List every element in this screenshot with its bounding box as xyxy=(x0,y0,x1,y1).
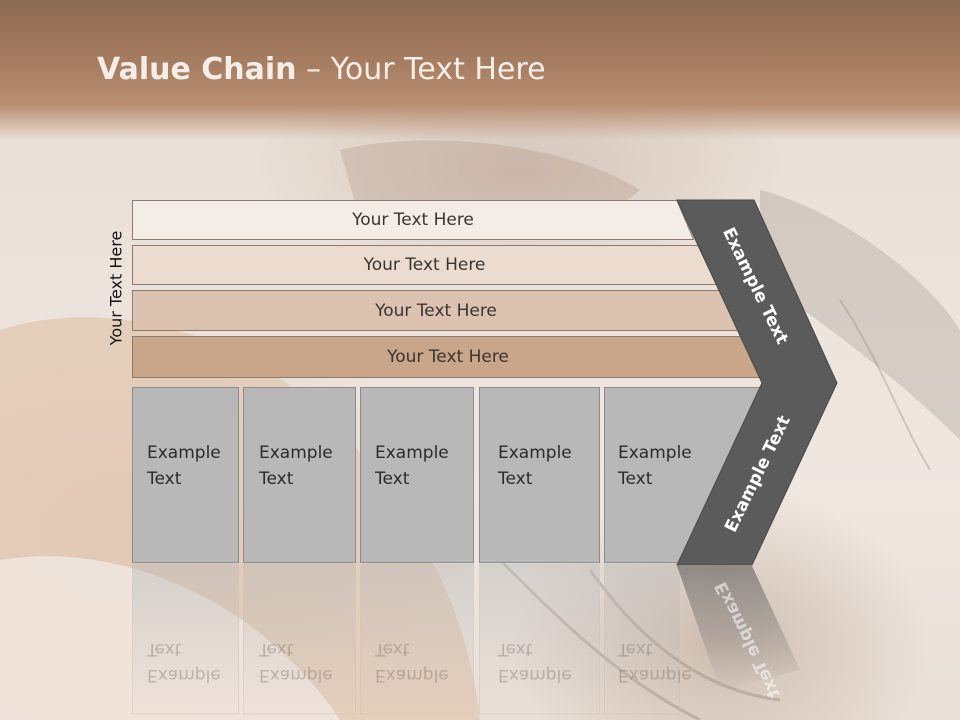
box-5-label-reflection: Example Text xyxy=(618,639,692,685)
box-1-label: Example Text xyxy=(147,443,221,489)
bar-3-label: Your Text Here xyxy=(375,300,497,321)
title-rest: – Your Text Here xyxy=(296,52,546,87)
box-4-reflection xyxy=(479,563,600,715)
slide-title: Value Chain – Your Text Here xyxy=(97,52,546,87)
box-1 xyxy=(132,387,239,563)
box-1-label-reflection: Example Text xyxy=(147,639,221,685)
box-4-label-reflection: Example Text xyxy=(498,639,572,685)
box-5-label: Example Text xyxy=(618,443,692,489)
box-4-label: Example Text xyxy=(498,443,572,489)
box-2-label: Example Text xyxy=(259,443,333,489)
bar-1-label: Your Text Here xyxy=(352,210,474,230)
box-5-reflection xyxy=(604,563,680,715)
box-4 xyxy=(479,387,600,563)
box-3-reflection xyxy=(360,563,474,715)
box-3-label: Example Text xyxy=(375,443,449,489)
box-3-label-reflection: Example Text xyxy=(375,639,449,685)
box-2 xyxy=(243,387,356,563)
box-2-label-reflection: Example Text xyxy=(259,639,333,685)
title-bold: Value Chain xyxy=(97,52,297,87)
title-band xyxy=(0,0,960,140)
box-1-reflection xyxy=(132,563,239,715)
bar-1: Your Text Here xyxy=(132,200,694,240)
box-2-reflection xyxy=(243,563,356,715)
bar-3: Your Text Here xyxy=(132,290,740,331)
chevron-reflection xyxy=(677,566,800,690)
chevron xyxy=(676,199,838,566)
bar-2-label: Your Text Here xyxy=(363,255,486,275)
bar-4-label: Your Text Here xyxy=(387,347,509,367)
box-3 xyxy=(360,387,474,563)
bar-2: Your Text Here xyxy=(132,245,717,285)
